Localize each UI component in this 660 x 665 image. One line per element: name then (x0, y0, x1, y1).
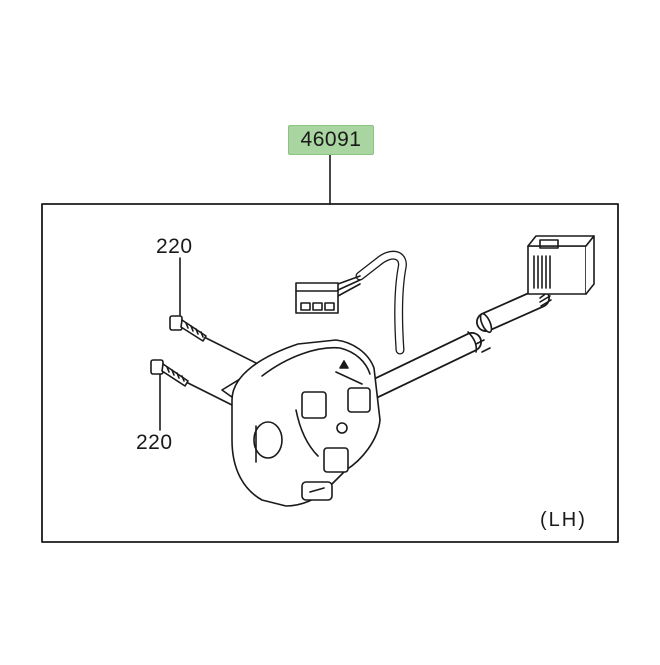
wire-harness (337, 250, 407, 355)
side-label: (LH) (540, 509, 587, 531)
switch-button-right (347, 387, 371, 413)
switch-button-upper (301, 391, 327, 419)
screw-top-label: 220 (156, 235, 193, 258)
main-cable (362, 288, 550, 400)
screw-bottom-label: 220 (136, 431, 173, 454)
screw-top (169, 257, 259, 365)
connector-large (527, 235, 595, 307)
switch-housing (221, 339, 381, 507)
part-number-label: 46091 (288, 125, 374, 155)
switch-button-lower (323, 447, 349, 473)
screw-bottom (150, 359, 233, 431)
switch-rocker (301, 481, 333, 501)
connector-small (295, 282, 339, 314)
